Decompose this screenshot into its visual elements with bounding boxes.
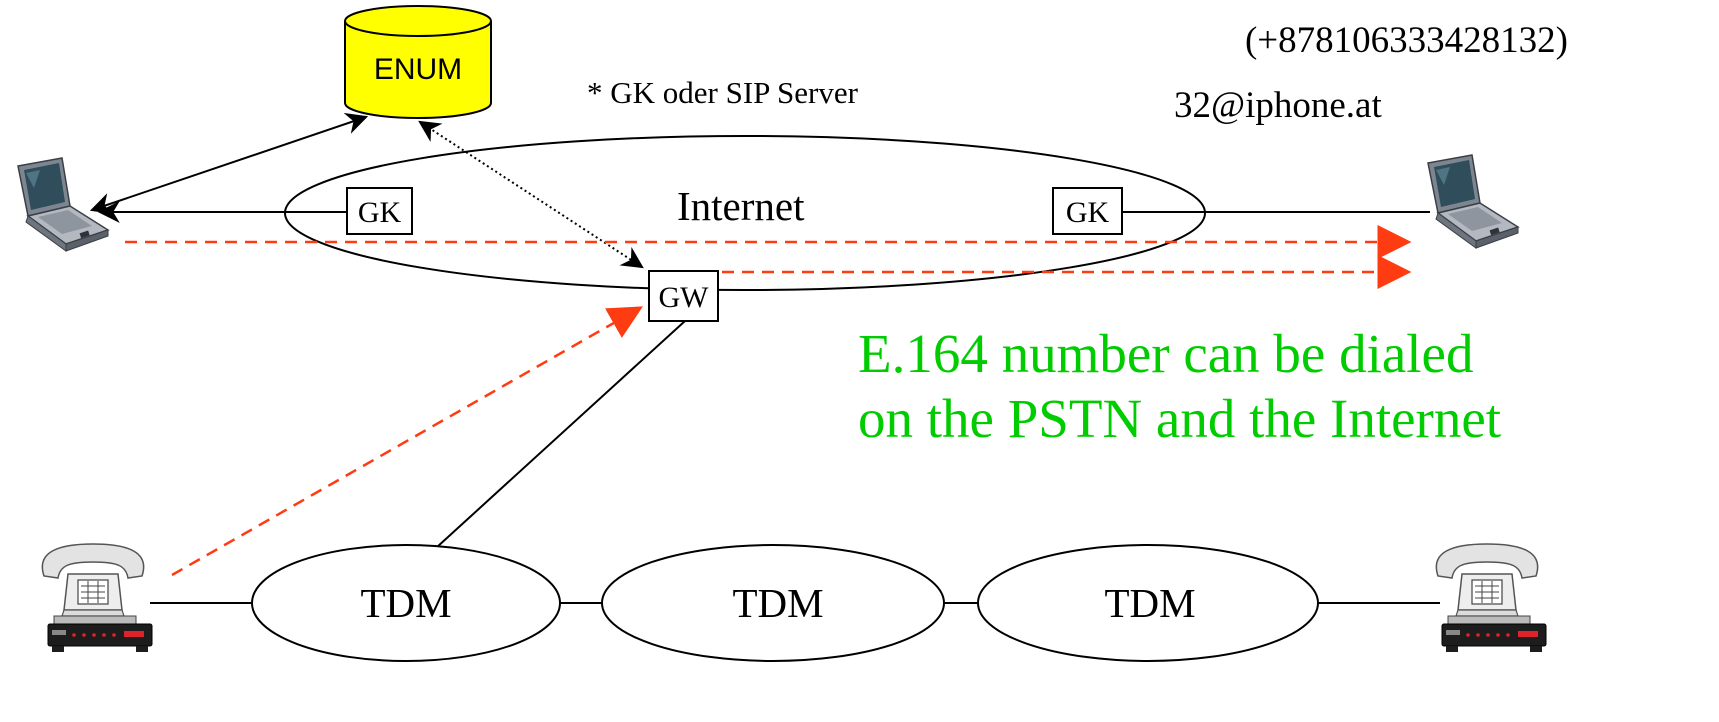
gk-sip-footnote: * GK oder SIP Server	[587, 75, 859, 110]
tdm-network-3: TDM	[977, 544, 1319, 662]
tdm-network-2: TDM	[601, 544, 945, 662]
enum-database: ENUM	[344, 5, 492, 119]
tdm-label-1: TDM	[360, 580, 451, 626]
tdm-label-2: TDM	[732, 580, 823, 626]
enum-gw-dotted-arrow	[418, 120, 644, 269]
internet-label: Internet	[677, 183, 805, 229]
sip-uri: 32@iphone.at	[1174, 85, 1382, 126]
gateway-label: GW	[659, 281, 710, 314]
tdm-label-3: TDM	[1104, 580, 1195, 626]
gatekeeper-right: GK	[1052, 187, 1123, 235]
headline-line1: E.164 number can be dialed	[858, 323, 1473, 384]
tdm-network-1: TDM	[251, 544, 561, 662]
gatekeeper-right-label: GK	[1066, 196, 1110, 229]
laptop-right-icon	[1427, 154, 1519, 249]
e164-number: (+878106333428132)	[1245, 20, 1568, 61]
headline-line2: on the PSTN and the Internet	[858, 388, 1501, 449]
laptop-left-icon	[17, 157, 109, 252]
gatekeeper-left: GK	[346, 187, 413, 235]
gatekeeper-left-label: GK	[358, 196, 402, 229]
gateway: GW	[648, 270, 719, 322]
telephone-right-icon	[1435, 543, 1547, 653]
enum-query-arrow	[89, 112, 369, 215]
gw-tdm-link	[413, 320, 686, 569]
telephone-left-icon	[41, 543, 153, 653]
call-path-phone-to-gw	[171, 306, 643, 577]
enum-label: ENUM	[374, 53, 462, 86]
